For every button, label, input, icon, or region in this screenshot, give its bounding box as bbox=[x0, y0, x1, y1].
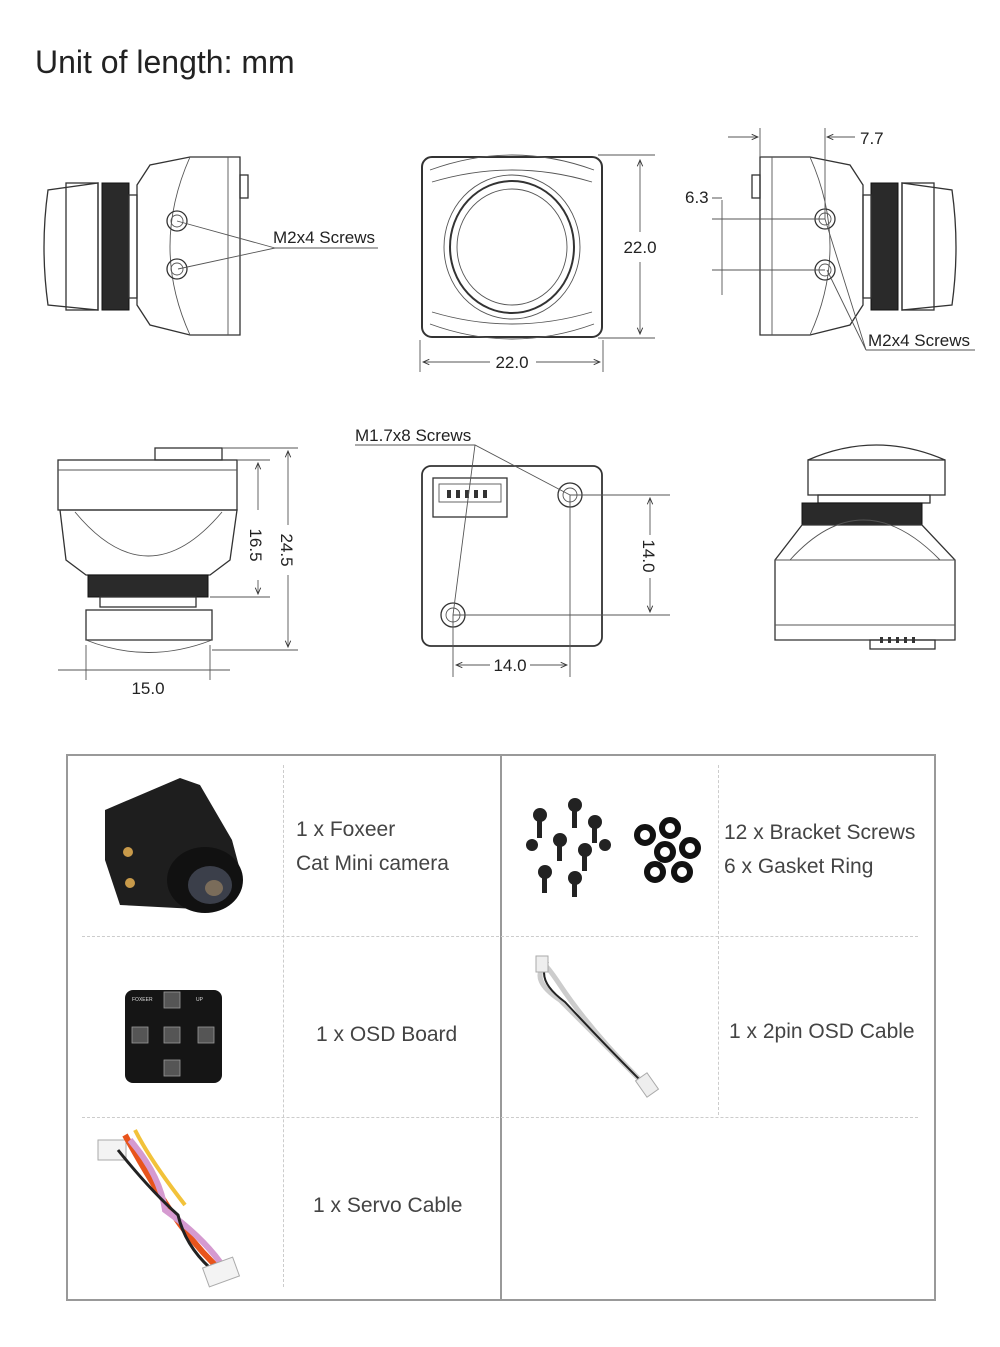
table-dash-line bbox=[718, 765, 719, 1115]
page-title: Unit of length: mm bbox=[35, 44, 295, 80]
gasket-rings-photo bbox=[634, 817, 701, 883]
package-item-camera: 1 x Foxeer Cat Mini camera bbox=[296, 818, 449, 875]
back-view: M1.7x8 Screws 14.0 14.0 bbox=[355, 426, 670, 677]
hole-spacing-dim: 6.3 bbox=[685, 188, 709, 207]
back-horizontal-dim: 14.0 bbox=[493, 656, 526, 675]
front-width-dim: 22.0 bbox=[495, 353, 528, 372]
camera-photo bbox=[105, 778, 243, 913]
side-right-screw-label: M2x4 Screws bbox=[868, 331, 970, 350]
table-divider bbox=[500, 754, 502, 1299]
side-left-screw-label: M2x4 Screws bbox=[273, 228, 375, 247]
package-item-screws: 12 x Bracket Screws 6 x Gasket Ring bbox=[724, 821, 916, 878]
table-dash-line bbox=[82, 936, 918, 937]
back-vertical-dim: 14.0 bbox=[639, 539, 658, 572]
body-length-dim: 16.5 bbox=[246, 528, 265, 561]
osd-board-photo: FOXEER UP bbox=[125, 990, 222, 1083]
package-item-osd-board: 1 x OSD Board bbox=[316, 1023, 458, 1046]
package-item-osd-cable: 1 x 2pin OSD Cable bbox=[729, 1020, 915, 1043]
top-view: 16.5 24.5 15.0 bbox=[57, 447, 298, 698]
total-length-dim: 24.5 bbox=[277, 533, 296, 566]
svg-text:FOXEER: FOXEER bbox=[132, 997, 153, 1003]
bracket-screws-photo bbox=[526, 798, 611, 897]
servo-cable-photo bbox=[97, 1129, 241, 1288]
front-view: 22.0 22.0 bbox=[419, 154, 657, 372]
table-dash-line bbox=[82, 1117, 918, 1118]
svg-text:UP: UP bbox=[196, 997, 204, 1003]
table-dash-line bbox=[283, 765, 284, 1287]
side-view-left: M2x4 Screws bbox=[43, 156, 378, 336]
bottom-view bbox=[774, 444, 956, 650]
offset-dim: 7.7 bbox=[860, 129, 884, 148]
package-item-servo-cable: 1 x Servo Cable bbox=[313, 1194, 463, 1217]
back-screw-label: M1.7x8 Screws bbox=[355, 426, 471, 445]
osd-cable-photo bbox=[535, 955, 660, 1098]
width-dim: 15.0 bbox=[131, 679, 164, 698]
side-view-right: 6.3 7.7 M2x4 Screws bbox=[685, 128, 975, 351]
front-height-dim: 22.0 bbox=[623, 238, 656, 257]
